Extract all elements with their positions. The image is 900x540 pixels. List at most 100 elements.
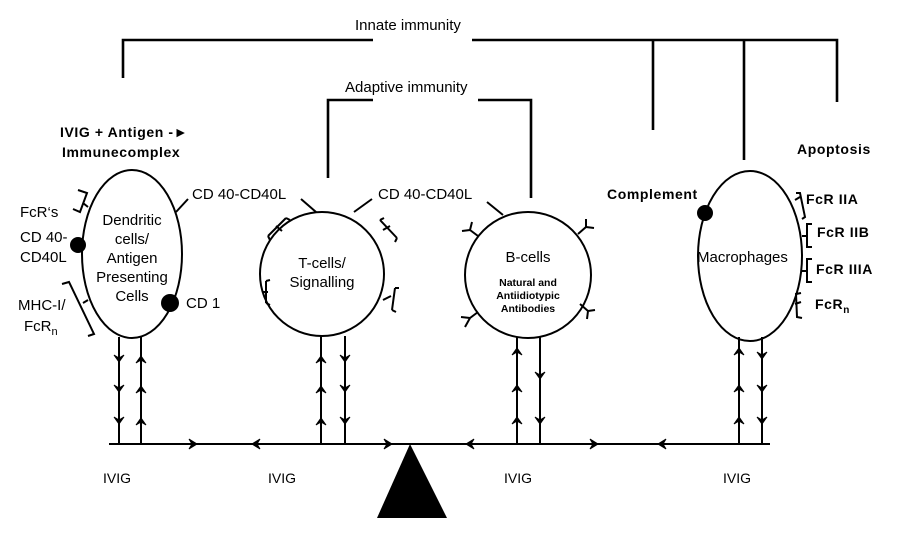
cd40-dot-icon [70,237,86,253]
down-arrow-icon [534,371,546,380]
ivig-label: IVIG [268,470,296,486]
dendritic-label-line: cells/ [115,231,150,248]
dendritic-label-line: Presenting [96,269,168,286]
mhc-label-line2: FcRn [24,318,58,338]
ivig-label: IVIG [103,470,131,486]
t-cell-receptor-icon [379,219,398,239]
down-arrow-icon [534,416,546,425]
b-cell-cd40-link [486,201,504,216]
t-cell-label-line: Signalling [289,274,354,291]
t-cell-cd40-link [300,198,317,213]
b-cell: B-cells Natural and Antiidiotypic Antibo… [460,201,596,339]
t-cell-receptor-icon [267,217,287,237]
down-arrow-icon [339,384,351,393]
dendritic-cell: Dendritic cells/ Antigen Presenting Cell… [18,169,286,339]
fcr-iib-label: FcR IIB [817,224,869,240]
up-arrow-icon [135,355,147,364]
cd40-link-label-tb: CD 40-CD40L [378,186,472,203]
up-arrow-icon [315,385,327,394]
innate-immunity-title: Innate immunity [355,17,461,34]
down-arrow-icon [756,351,768,360]
b-cell-sub-line: Natural and [499,277,557,289]
arrowheads [113,347,768,450]
down-arrow-icon [113,384,125,393]
ivig-label: IVIG [723,470,751,486]
fcrn-receptor-icon [794,292,803,319]
cd1-dot-icon [161,294,179,312]
up-arrow-icon [315,417,327,426]
complement-label: Complement [607,186,698,202]
cd40-link-label-dc: CD 40-CD40L [192,186,286,203]
t-cell-label-line: T-cells/ [298,255,346,272]
b-cell-sub-line: Antibodies [501,303,555,315]
up-arrow-icon [511,416,523,425]
fulcrum-triangle-icon [377,444,447,518]
bcell-arrows [516,337,541,444]
innate-immunity-bracket: Innate immunity [121,17,839,160]
t-cell-cd40-link-right [353,198,373,213]
innate-bracket-right [472,38,839,102]
fcr-iib-receptor-icon [802,223,812,248]
apoptosis-label: Apoptosis [797,141,871,157]
fcrs-label: FcR‘s [20,204,58,221]
tcell-arrows [320,336,346,444]
t-cell-receptor-icon [262,281,268,303]
up-arrow-icon [733,416,745,425]
adaptive-immunity-bracket: Adaptive immunity [326,79,533,198]
up-arrow-icon [135,385,147,394]
fcr-receptor-icon [72,189,89,214]
dendritic-label-line: Dendritic [102,212,162,229]
immunecomplex-label-line2: Immunecomplex [62,144,180,160]
down-arrow-icon [339,354,351,363]
mhc-label-line1: MHC-I/ [18,297,66,314]
cd40-label-line2: CD40L [20,249,67,266]
immunecomplex-label-line1: IVIG + Antigen -► [60,124,188,140]
t-cell: T-cells/ Signalling CD 40-CD40L [259,186,472,337]
dendritic-label-line: Antigen [107,250,158,267]
macrophage: Complement Macrophages FcR IIA FcR IIB F… [607,170,873,342]
antibody-icon [579,303,596,320]
fcrn-label: FcRn [815,296,850,316]
antibody-icon [461,221,479,237]
up-arrow-icon [511,347,523,356]
antibody-icon [577,219,595,235]
up-arrow-icon [733,384,745,393]
down-arrow-icon [113,416,125,425]
innate-bracket-left [121,38,373,78]
macrophage-title: Macrophages [697,249,788,266]
up-arrow-icon [511,384,523,393]
b-cell-body [464,211,592,339]
down-arrow-icon [339,416,351,425]
dendritic-cell-body [81,169,183,339]
adaptive-immunity-title: Adaptive immunity [345,79,468,96]
adaptive-bracket-right [478,98,533,198]
up-arrow-icon [135,417,147,426]
down-arrow-icon [756,384,768,393]
t-cell-receptor-icon [382,287,396,311]
down-arrow-icon [113,354,125,363]
t-cell-receptor-icon [379,217,398,243]
adaptive-bracket-left [326,98,373,178]
ivig-label: IVIG [504,470,532,486]
t-cell-receptor-icon [267,217,291,241]
t-cell-receptor-icon [265,279,271,306]
fcr-iia-label: FcR IIA [806,191,858,207]
b-cell-title: B-cells [505,249,550,266]
complement-dot-icon [697,205,713,221]
b-cell-sub-line: Antiidiotypic [496,290,560,302]
up-arrow-icon [315,355,327,364]
fcr-iiia-label: FcR IIIA [816,261,873,277]
macrophage-body [697,170,803,342]
t-cell-receptor-icon [391,287,399,313]
dendritic-label-line: Cells [115,288,148,305]
cd40-label-line1: CD 40- [20,229,68,246]
antibody-icon [460,311,479,328]
up-arrow-icon [733,347,745,356]
fcr-iiia-receptor-icon [802,258,812,283]
cd1-label: CD 1 [186,295,220,312]
down-arrow-icon [756,416,768,425]
cd40-link-line [175,198,189,213]
fcr-iia-receptor-icon [794,192,807,220]
mhc-receptor-icon [61,280,96,337]
